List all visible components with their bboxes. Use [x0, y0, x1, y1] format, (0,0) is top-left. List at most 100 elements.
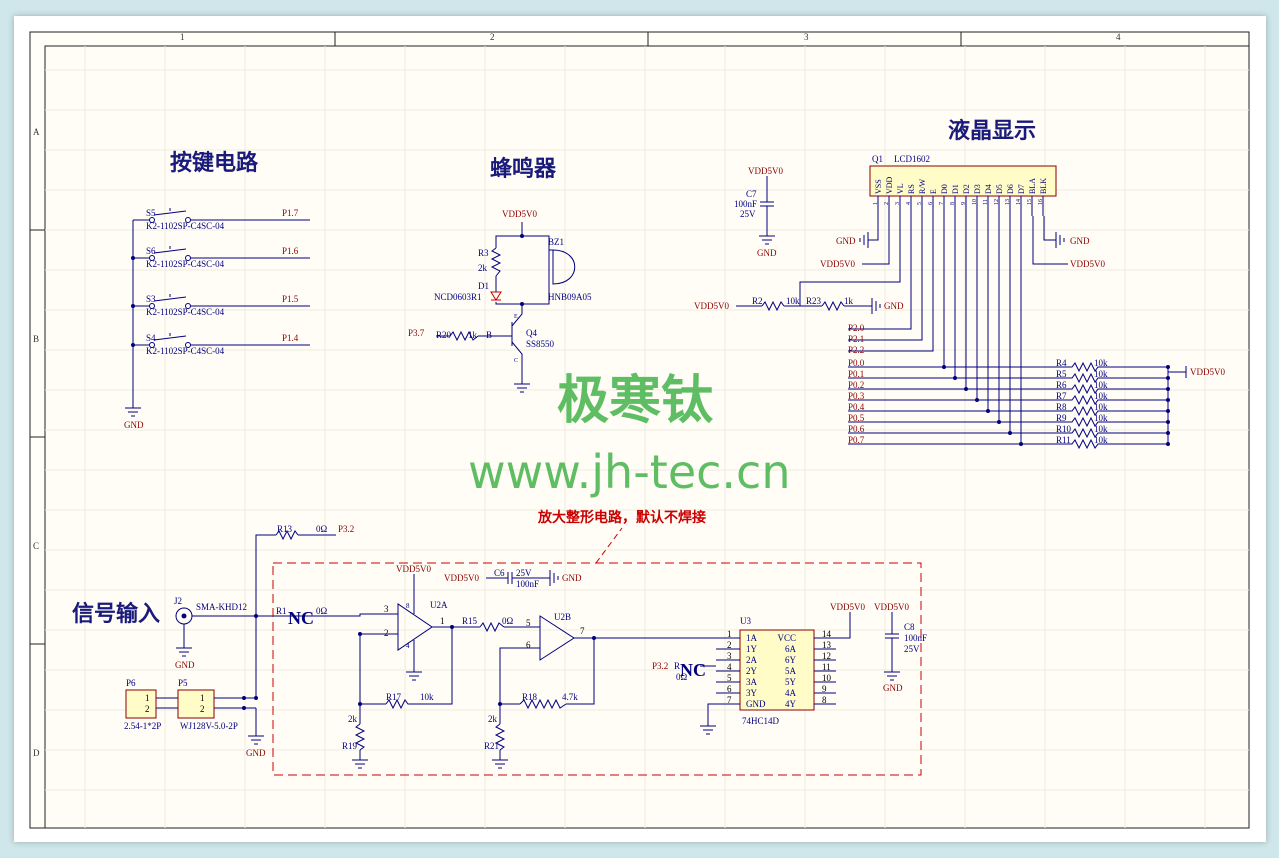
nc-mark: NC: [680, 660, 706, 680]
r17-ref: R17: [386, 692, 402, 702]
lcd-pin-number: 12: [994, 199, 1000, 205]
pin-4: 4: [406, 642, 410, 650]
u3-pin-number: 6: [727, 684, 732, 694]
r3-ref: R3: [478, 248, 489, 258]
c8-volt: 25V: [904, 644, 920, 654]
lcd-ref: Q1: [872, 154, 883, 164]
gnd-label: GND: [246, 748, 266, 758]
section-titles: 按键电路 蜂鸣器 液晶显示 信号输入: [72, 118, 1036, 627]
pullup-resistor: [988, 405, 1168, 417]
lcd-body: [869, 165, 1057, 197]
pin-7: 7: [580, 626, 585, 636]
junction: [1166, 365, 1170, 369]
r18-ref: R18: [522, 692, 538, 702]
lcd-pin-number: 7: [939, 202, 945, 205]
r-value: 0Ω: [676, 672, 688, 682]
switch-part: K2-1102SP-C4SC-04: [146, 346, 225, 356]
u3-pin-number: 10: [822, 673, 832, 683]
vdd-label: VDD5V0: [820, 259, 855, 269]
lcd-pin-name: D6: [1006, 184, 1015, 194]
r23-ref: R23: [806, 296, 822, 306]
lcd-pin-number: 15: [1027, 199, 1033, 205]
u3-pin-name: 6A: [785, 644, 797, 654]
watermark: 极寒钛 www.jh-tec.cn: [468, 371, 791, 499]
u3-pin-name: 1A: [746, 633, 758, 643]
u3-pin-number: 7: [727, 695, 732, 705]
lcd-pin-number: 10: [972, 199, 978, 205]
u3-pin-name: 1Y: [746, 644, 758, 654]
lcd-pin-number: 11: [983, 199, 989, 205]
u3-pin-number: 5: [727, 673, 732, 683]
net-label: P1.7: [282, 208, 299, 218]
col-label: 1: [180, 32, 185, 42]
junction: [1008, 431, 1012, 435]
lcd-pin-number: 8: [950, 202, 956, 205]
pullup-ref: R5: [1056, 369, 1067, 379]
watermark-url: www.jh-tec.cn: [468, 445, 791, 499]
pin-e: E: [514, 314, 518, 320]
u3-pin-number: 1: [727, 629, 732, 639]
vdd-label: VDD5V0: [396, 564, 431, 574]
u3-pin-number: 11: [822, 662, 831, 672]
d1-ref: D1: [478, 281, 489, 291]
gnd-label: GND: [884, 301, 904, 311]
row-label: A: [33, 127, 40, 137]
bz-part: HNB09A05: [548, 292, 592, 302]
key-circuit: S5 K2-1102SP-C4SC-04 P1.7 S6 K2-1102SP-C…: [124, 208, 310, 430]
lcd-pin-name: D2: [962, 184, 971, 194]
r18-value: 4.7k: [562, 692, 578, 702]
title-buzzer: 蜂鸣器: [490, 156, 557, 182]
pin-2: 2: [200, 704, 205, 714]
gnd-label: GND: [124, 420, 144, 430]
junction: [1166, 442, 1170, 446]
net-label: P1.5: [282, 294, 299, 304]
net-label: P0.7: [848, 435, 865, 445]
pullup-value: 10k: [1094, 413, 1108, 423]
lcd-pin-name: D5: [995, 184, 1004, 194]
junction: [975, 398, 979, 402]
cap-c7: VDD5V0 C7 100nF 25V GND: [734, 166, 783, 258]
lcd-pin-name: D3: [973, 184, 982, 194]
net-label: P2.1: [848, 334, 864, 344]
junction: [997, 420, 1001, 424]
r17-value: 10k: [420, 692, 434, 702]
lcd-pin-number: 4: [906, 202, 912, 205]
pullup-ref: R6: [1056, 380, 1067, 390]
r1-ref: R1: [276, 606, 287, 616]
amp-note: 放大整形电路，默认不焊接: [537, 509, 706, 526]
c7-ref: C7: [746, 189, 757, 199]
r13-ref: R13: [277, 524, 293, 534]
u3-pin-number: 4: [727, 662, 732, 672]
r15-ref: R15: [462, 616, 478, 626]
net-label: P0.4: [848, 402, 865, 412]
signal-input: J2 SMA-KHD12 GND P6 2.54-1*2P P5 WJ128V-…: [124, 524, 354, 758]
r20-ref: R20: [436, 330, 452, 340]
pullup-resistor: [955, 372, 1168, 384]
u3-pin-name: 3A: [746, 677, 758, 687]
lcd-pin-number: 16: [1038, 199, 1044, 205]
u3-pin-name: 5Y: [785, 677, 797, 687]
lcd-pin-name: D1: [951, 184, 960, 194]
junction: [1166, 376, 1170, 380]
pin-2: 2: [145, 704, 150, 714]
vdd-label: VDD5V0: [1070, 259, 1105, 269]
r-ref: R: [674, 661, 680, 671]
vdd-label: VDD5V0: [694, 301, 729, 311]
frame-labels: 1 2 3 4 A B C D: [33, 32, 1121, 758]
u3-pin-number: 9: [822, 684, 827, 694]
lcd-pin-name: D4: [984, 184, 993, 194]
r21-ref: R21: [484, 741, 499, 751]
pullup-resistor: [944, 361, 1168, 373]
net-label: P0.2: [848, 380, 864, 390]
lcd-pin-number: 1: [873, 202, 879, 205]
row-label: B: [33, 334, 39, 344]
c6-ref: C6: [494, 568, 505, 578]
watermark-brand: 极寒钛: [557, 371, 713, 431]
lcd-pin-name: BLK: [1039, 178, 1048, 194]
p6-ref: P6: [126, 678, 136, 688]
title-lcd: 液晶显示: [948, 118, 1036, 144]
pullup-value: 10k: [1094, 402, 1108, 412]
pin-c: C: [514, 358, 518, 364]
c6-value: 100nF: [516, 579, 539, 589]
lcd-pin-name: D0: [940, 184, 949, 194]
